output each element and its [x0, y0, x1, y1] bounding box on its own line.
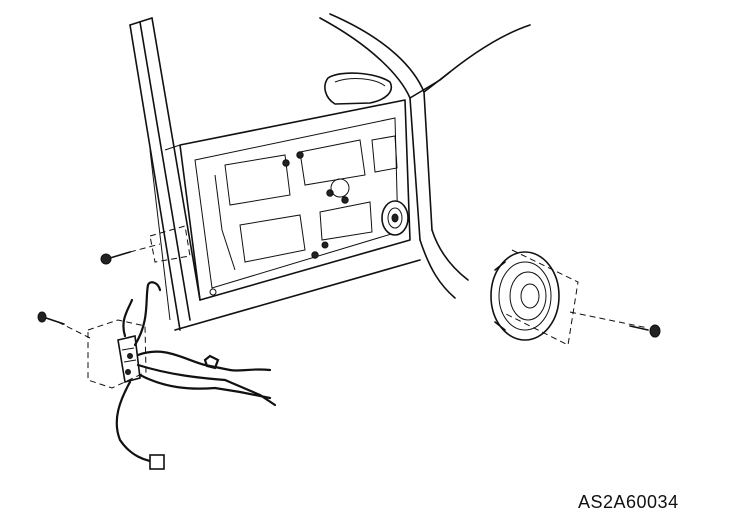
door-lock-actuator	[57, 319, 147, 389]
lock-rods-cables	[115, 281, 277, 470]
hinge-screw	[100, 225, 191, 265]
figure-code: AS2A60034	[578, 492, 679, 512]
speaker-screw	[629, 324, 661, 338]
speaker	[490, 249, 649, 346]
door-speaker-mount	[381, 200, 409, 236]
upper-wire	[122, 298, 134, 338]
panel-openings	[214, 135, 398, 271]
door-frame	[129, 13, 531, 331]
panel-clips	[209, 151, 350, 296]
door-inner-panel	[149, 99, 421, 331]
lock-screw	[37, 311, 65, 325]
side-mirror	[324, 72, 392, 105]
